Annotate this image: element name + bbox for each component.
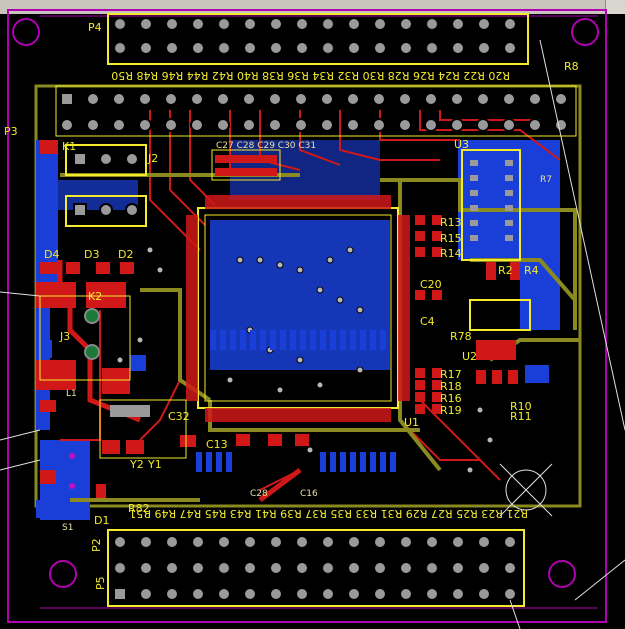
label-r7: R7 xyxy=(540,175,552,185)
label-r8: R8 xyxy=(564,60,579,73)
k1-pins xyxy=(73,203,139,217)
board-outline xyxy=(7,9,607,623)
label-r19: R19 xyxy=(440,404,462,417)
label-r18: R18 xyxy=(440,380,462,393)
left-power-pads xyxy=(36,140,309,498)
fiducial-crosshair xyxy=(499,463,553,517)
j3-outline xyxy=(39,295,131,381)
label-c13: C13 xyxy=(206,438,228,451)
green-circles xyxy=(84,308,100,360)
label-r10: R10 xyxy=(510,400,532,413)
label-c-top-group: C27 C28 C29 C30 C31 xyxy=(216,141,316,151)
label-d2: D2 xyxy=(118,248,133,261)
label-r11: R11 xyxy=(510,410,532,423)
label-c20: C20 xyxy=(420,278,442,291)
crystal-pad xyxy=(110,405,150,417)
label-p2: P2 xyxy=(90,538,103,552)
top-chip-row-outline xyxy=(211,149,281,181)
label-r2: R2 xyxy=(498,264,513,277)
magenta-dots xyxy=(69,453,75,489)
qfp-pins-bottom xyxy=(205,408,391,422)
resistor-pads-right xyxy=(415,215,531,414)
label-r82: R82 xyxy=(128,502,150,515)
label-r17: R17 xyxy=(440,368,462,381)
label-u2: U2 xyxy=(462,350,477,363)
label-c16: C16 xyxy=(300,489,318,499)
header-row2-pins xyxy=(60,92,568,132)
label-j2: J2 xyxy=(147,152,158,165)
label-r78: R78 xyxy=(450,330,472,343)
label-p3: P3 xyxy=(4,125,18,138)
qfp-pins-right xyxy=(398,215,410,401)
j2-outline xyxy=(65,144,147,176)
window-corner-control[interactable] xyxy=(605,0,625,14)
header-p2-pins xyxy=(113,535,517,601)
header-p2-outline xyxy=(107,529,525,607)
top-chip-row xyxy=(215,155,277,176)
u3-outline xyxy=(461,149,521,261)
label-j3: J3 xyxy=(59,330,70,343)
label-p4-row: R20 R22 R24 R26 R28 R30 R32 R34 R36 R38 … xyxy=(111,69,510,82)
label-p5: P5 xyxy=(94,576,107,590)
label-c32: C32 xyxy=(168,410,190,423)
mount-hole-bl xyxy=(49,560,77,588)
measure-lines xyxy=(0,39,625,629)
label-r15: R15 xyxy=(440,232,462,245)
label-u1: U1 xyxy=(404,416,419,429)
qfp-ic-body xyxy=(204,214,392,402)
label-r16: R16 xyxy=(440,392,462,405)
label-u3: U3 xyxy=(454,138,469,151)
header-row2-outline xyxy=(55,85,577,137)
bottom-smd-strip xyxy=(196,330,396,472)
k1-outline xyxy=(65,195,147,227)
label-d3: D3 xyxy=(84,248,99,261)
mount-hole-br xyxy=(548,560,576,588)
vias xyxy=(116,246,494,474)
qfp-pins-left xyxy=(186,215,198,401)
header-p4-outline xyxy=(107,13,529,65)
label-k2: K2 xyxy=(88,290,102,303)
label-p4: P4 xyxy=(88,21,102,34)
header-p4-pins xyxy=(113,17,517,55)
top-copper xyxy=(60,110,561,491)
label-d4: D4 xyxy=(44,248,59,261)
mount-hole-tr xyxy=(571,18,599,46)
label-c4: C4 xyxy=(420,315,435,328)
mount-hole-tl xyxy=(12,18,40,46)
label-r14: R14 xyxy=(440,247,462,260)
label-y1: Y1 xyxy=(147,458,162,471)
label-s1: S1 xyxy=(62,523,73,533)
label-y2: Y2 xyxy=(129,458,144,471)
j2-pins xyxy=(73,152,139,166)
label-c28: C28 xyxy=(250,489,268,499)
blue-pad-right xyxy=(525,365,549,383)
label-r4: R4 xyxy=(524,264,539,277)
crystal-outline xyxy=(99,399,187,459)
qfp-pins-top xyxy=(205,195,391,209)
label-d1: D1 xyxy=(94,514,109,527)
u3-pads xyxy=(470,160,513,241)
label-r13: R13 xyxy=(440,216,462,229)
label-k1: K1 xyxy=(62,140,76,153)
label-l1: L1 xyxy=(66,389,77,399)
label-p2-row: R21 R23 R25 R27 R29 R31 R33 R35 R37 R39 … xyxy=(129,507,528,520)
